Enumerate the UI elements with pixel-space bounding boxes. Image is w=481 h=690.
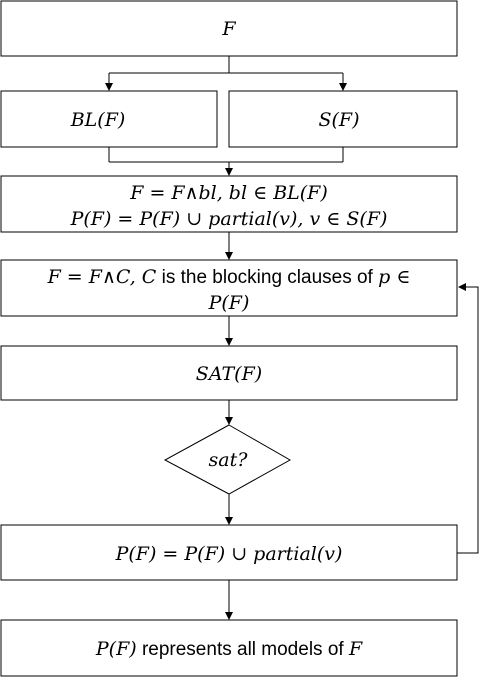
node-update-line2: P(F) = P(F) ∪ partial(v), v ∈ S(F) — [70, 208, 388, 230]
node-block-line2: P(F) — [208, 292, 250, 314]
node-sat-call-label: SAT(F) — [196, 363, 262, 385]
node-sat-call: SAT(F) — [0, 345, 458, 401]
split-connector — [105, 56, 347, 91]
node-bl-label: BL(F) — [70, 109, 126, 131]
node-f-label: F — [221, 18, 236, 40]
node-update: F = F∧bl, bl ∈ BL(F) P(F) = P(F) ∪ parti… — [0, 175, 458, 233]
merge-connector — [108, 147, 344, 176]
arrow-loop-back — [457, 283, 479, 554]
node-final: P(F) represents all models of F — [0, 619, 458, 677]
node-final-label: P(F) represents all models of F — [95, 638, 363, 660]
node-f: F — [0, 0, 458, 57]
node-s: S(F) — [228, 90, 458, 148]
node-update-line1: F = F∧bl, bl ∈ BL(F) — [129, 182, 328, 204]
node-add-partial: P(F) = P(F) ∪ partial(v) — [0, 524, 458, 581]
node-add-partial-label: P(F) = P(F) ∪ partial(v) — [115, 543, 343, 565]
node-decision: sat? — [163, 424, 292, 495]
node-block-line1: F = F∧C, C is the blocking clauses of p … — [47, 266, 411, 288]
node-block: F = F∧C, C is the blocking clauses of p … — [0, 259, 458, 317]
node-bl: BL(F) — [0, 90, 218, 148]
node-decision-label: sat? — [209, 449, 249, 471]
node-s-label: S(F) — [318, 109, 359, 131]
